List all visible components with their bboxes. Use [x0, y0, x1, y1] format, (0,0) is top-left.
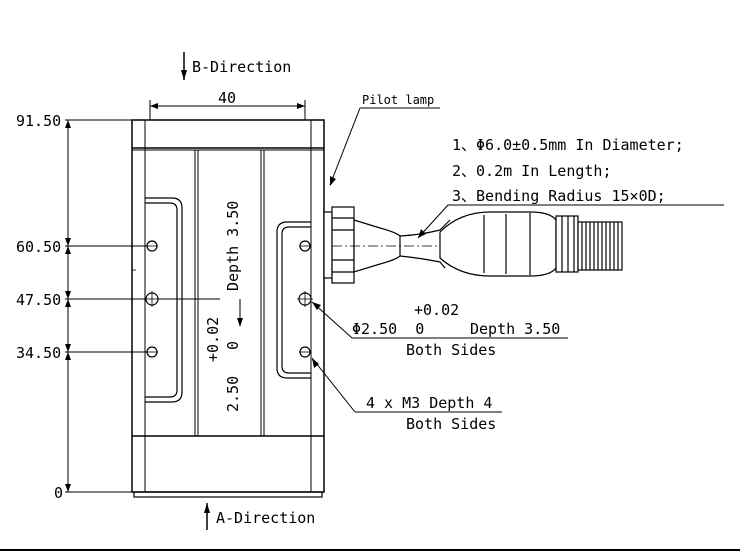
thread-callout-arrow	[312, 358, 319, 368]
vertical-dia-text: 2.50	[224, 376, 242, 412]
vertical-depth-arrow	[237, 318, 243, 327]
thread-spec-text: 4 x M3 Depth 4	[366, 394, 492, 412]
cable-spec-3: 3、Bending Radius 15×0D;	[452, 187, 666, 205]
connector	[439, 211, 623, 277]
hole-dia-text: Φ2.50 0	[352, 320, 424, 338]
thread-callout-leader	[311, 357, 502, 413]
width-dim-40: 40	[218, 89, 236, 107]
hole-callout-arrow	[312, 302, 321, 310]
hole-tol-plus: +0.02	[414, 301, 459, 319]
a-direction-label: A-Direction	[216, 509, 315, 527]
cable-spec-2: 2、0.2m In Length;	[452, 162, 612, 180]
right-bracket	[276, 221, 311, 379]
cable-spec-arrow	[418, 229, 426, 238]
housing-body	[131, 119, 325, 498]
height-dim-34-50: 34.50	[16, 344, 61, 362]
vertical-tol-text: +0.02	[204, 317, 222, 362]
b-direction-arrowhead	[181, 70, 187, 80]
hole-callout-leader	[311, 301, 568, 339]
hole-sides-text: Both Sides	[406, 341, 496, 359]
pilot-lamp-label: Pilot lamp	[362, 93, 434, 107]
b-direction-label: B-Direction	[192, 58, 291, 76]
pilot-lamp-arrow	[330, 176, 336, 186]
height-dim-60-50: 60.50	[16, 238, 61, 256]
vertical-tol-zero: 0	[224, 341, 242, 350]
height-dim-91-50: 91.50	[16, 112, 61, 130]
left-bracket	[145, 197, 183, 403]
height-dim-arrows	[65, 120, 71, 492]
thread-sides-text: Both Sides	[406, 415, 496, 433]
height-dim-47-50: 47.50	[16, 291, 61, 309]
pilot-lamp-leader	[329, 107, 440, 186]
hole-depth-text: Depth 3.50	[470, 320, 560, 338]
cable-spec-1: 1、Φ6.0±0.5mm In Diameter;	[452, 136, 684, 154]
width-arrow-left	[150, 103, 158, 109]
vertical-depth-text: Depth 3.50	[224, 201, 242, 291]
height-dim-0: 0	[54, 484, 63, 502]
width-dimension	[149, 100, 306, 120]
a-direction-arrowhead	[204, 503, 210, 513]
width-arrow-right	[297, 103, 305, 109]
hole-centerlines	[132, 245, 313, 353]
cable-gland	[323, 206, 401, 284]
